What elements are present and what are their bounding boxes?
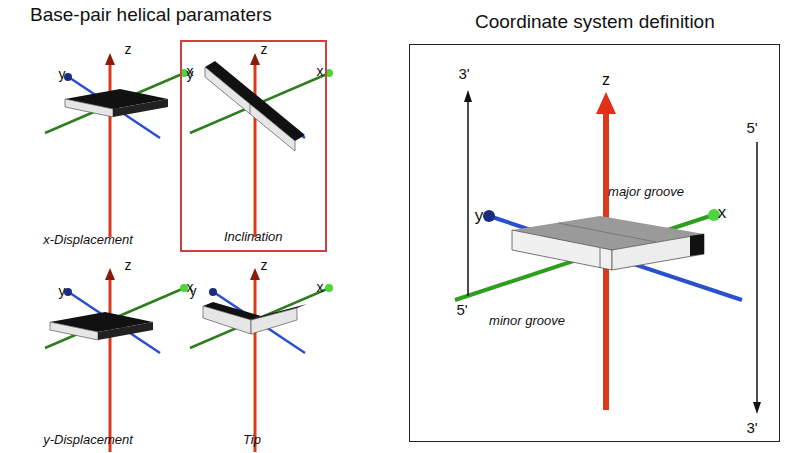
axis-label: y: [190, 284, 197, 299]
axis-label: z: [261, 258, 268, 273]
highlight-panel: Inclination: [180, 40, 327, 252]
parameter-label: major groove: [608, 185, 684, 199]
diagram-title: Base-pair helical paramaters: [30, 4, 272, 26]
parameter-label: y-Displacement: [43, 433, 133, 447]
axis-label: 5': [456, 302, 467, 319]
axis-label: x: [317, 64, 324, 79]
axis-label: z: [125, 258, 132, 273]
axis-label: 3': [458, 66, 469, 83]
axis-label: z: [602, 71, 610, 89]
axis-label: y: [187, 67, 194, 82]
parameter-label: minor groove: [489, 314, 565, 328]
axis-label: x: [718, 204, 727, 223]
parameter-label: Tip: [243, 433, 261, 447]
axis-label: 5': [746, 120, 757, 137]
axis-label: y: [59, 67, 66, 82]
panel-heading: Coordinate system definition: [475, 11, 715, 33]
axis-label: z: [261, 42, 268, 57]
axis-label: x: [317, 280, 324, 295]
axis-label: y: [475, 207, 484, 226]
axis-label: z: [125, 42, 132, 57]
coordinate-panel: Coordinate system definition: [409, 44, 780, 442]
parameter-label: x-Displacement: [43, 233, 133, 247]
axis-label: y: [59, 284, 66, 299]
panel-heading: Inclination: [224, 229, 283, 244]
axis-label: 3': [746, 420, 757, 437]
